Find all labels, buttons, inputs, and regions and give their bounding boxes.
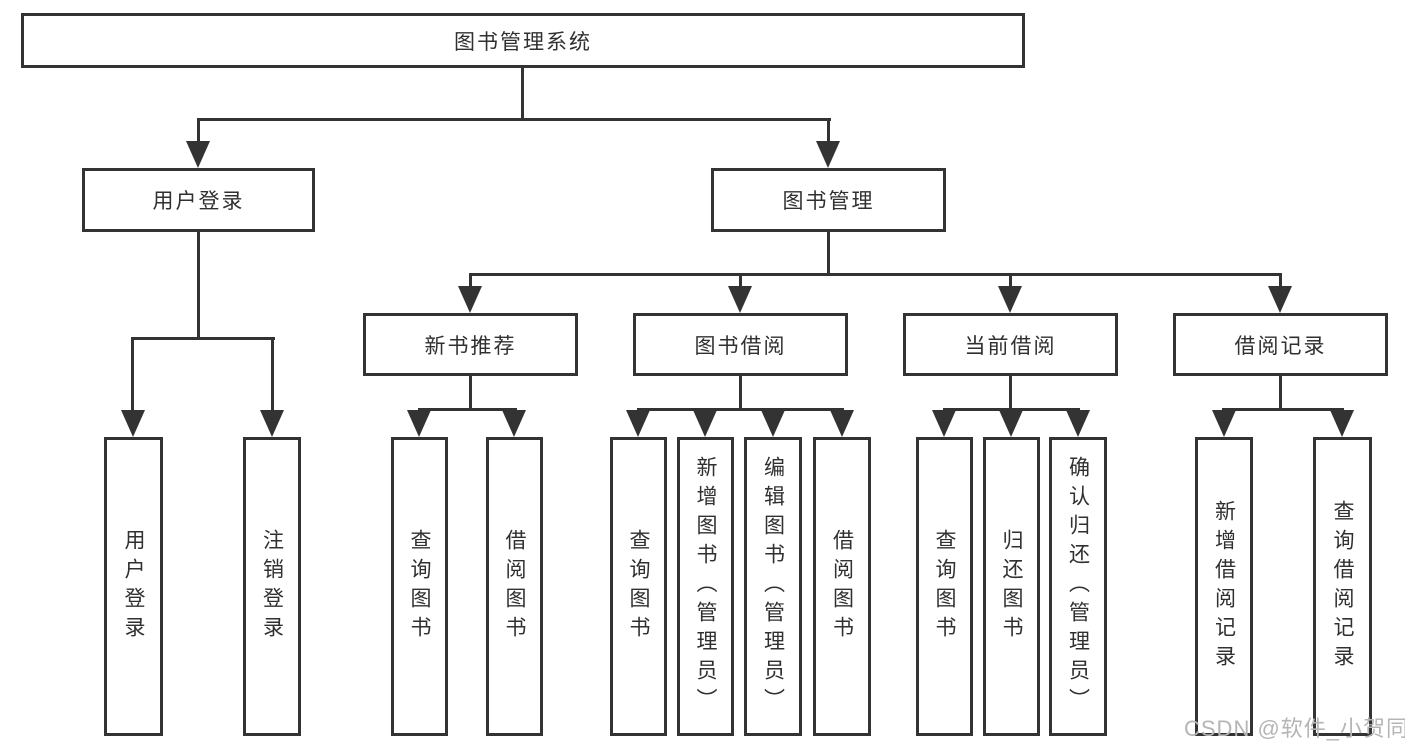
node-user-login: 用户登录 (82, 168, 315, 232)
connector-line-root-branch (197, 118, 831, 121)
leaf-return-books: 归还图书 (983, 437, 1040, 736)
leaf-query-borrow-record: 查询借阅记录 (1313, 437, 1372, 736)
node-label: 图书管理 (782, 190, 875, 213)
node-label: 借阅记录 (1234, 334, 1327, 358)
connector-line (271, 340, 274, 415)
connector-line (739, 376, 742, 410)
leaf-logout: 注销登录 (243, 437, 301, 736)
leaf-user-login: 用户登录 (104, 437, 163, 736)
node-label: 新增借阅记录 (1212, 499, 1236, 674)
connector-line-management-stem (827, 232, 830, 276)
arrow-down-icon (626, 410, 650, 437)
connector-line (469, 276, 472, 290)
arrow-down-icon (999, 410, 1023, 437)
arrow-down-icon (407, 410, 431, 437)
node-label: 查询图书 (408, 528, 431, 645)
node-label: 图书借阅 (694, 334, 787, 358)
node-label: 查询借阅记录 (1331, 499, 1354, 674)
leaf-borrow-books: 借阅图书 (486, 437, 543, 736)
node-label: 归还图书 (1000, 528, 1023, 645)
node-label: 新增图书（管理员） (694, 456, 717, 717)
connector-line (943, 408, 1080, 411)
connector-line (131, 340, 134, 415)
connector-line-management-branch (469, 273, 1282, 276)
leaf-add-borrow-record: 新增借阅记录 (1195, 437, 1253, 736)
connector-line (1009, 276, 1012, 290)
node-label: 用户登录 (122, 528, 145, 645)
arrow-down-icon (761, 410, 785, 437)
connector-line (469, 376, 472, 410)
arrow-down-icon (502, 410, 526, 437)
arrow-down-icon (1330, 410, 1354, 437)
arrow-down-icon (121, 410, 145, 437)
node-label: 查询图书 (627, 528, 650, 645)
connector-line (1279, 376, 1282, 410)
node-label: 用户登录 (152, 190, 245, 213)
arrow-down-icon (1212, 410, 1236, 437)
connector-line (1279, 276, 1282, 290)
connector-line-to-management (827, 120, 830, 146)
node-label: 借阅图书 (830, 528, 854, 645)
leaf-borrow-books: 借阅图书 (813, 437, 871, 736)
arrow-down-icon (816, 141, 840, 168)
node-borrow-records: 借阅记录 (1173, 313, 1388, 376)
leaf-query-books: 查询图书 (916, 437, 973, 736)
leaf-edit-books-admin: 编辑图书（管理员） (744, 437, 802, 736)
connector-line-login-stem (197, 232, 200, 340)
arrow-down-icon (1268, 286, 1292, 313)
node-label: 确认归还（管理员） (1066, 456, 1090, 717)
node-new-book-recommend: 新书推荐 (363, 313, 578, 376)
arrow-down-icon (693, 410, 717, 437)
leaf-query-books: 查询图书 (610, 437, 667, 736)
connector-line-root-stem (521, 68, 524, 120)
arrow-down-icon (186, 141, 210, 168)
node-label: 当前借阅 (964, 334, 1057, 358)
watermark-text: CSDN @软件_小贺同学 (1184, 716, 1405, 741)
connector-line (637, 408, 844, 411)
connector-line-login-branch (131, 337, 275, 340)
arrow-down-icon (998, 286, 1022, 313)
connector-line-to-login (197, 120, 200, 146)
node-label: 图书管理系统 (454, 30, 592, 54)
leaf-add-books-admin: 新增图书（管理员） (677, 437, 734, 736)
arrow-down-icon (728, 286, 752, 313)
node-book-borrow: 图书借阅 (633, 313, 848, 376)
arrow-down-icon (458, 286, 482, 313)
connector-line (1222, 408, 1344, 411)
arrow-down-icon (1066, 410, 1090, 437)
node-book-management: 图书管理 (711, 168, 946, 232)
connector-line (418, 408, 517, 411)
arrow-down-icon (830, 410, 854, 437)
node-label: 借阅图书 (503, 528, 526, 645)
node-label: 新书推荐 (424, 334, 517, 358)
node-current-borrow: 当前借阅 (903, 313, 1118, 376)
node-label: 编辑图书（管理员） (761, 456, 785, 717)
leaf-query-books: 查询图书 (391, 437, 448, 736)
arrow-down-icon (932, 410, 956, 437)
node-label: 注销登录 (260, 528, 284, 645)
connector-line (1009, 376, 1012, 410)
connector-line (739, 276, 742, 290)
node-library-system: 图书管理系统 (21, 13, 1025, 68)
leaf-confirm-return-admin: 确认归还（管理员） (1049, 437, 1107, 736)
arrow-down-icon (260, 410, 284, 437)
node-label: 查询图书 (933, 528, 956, 645)
